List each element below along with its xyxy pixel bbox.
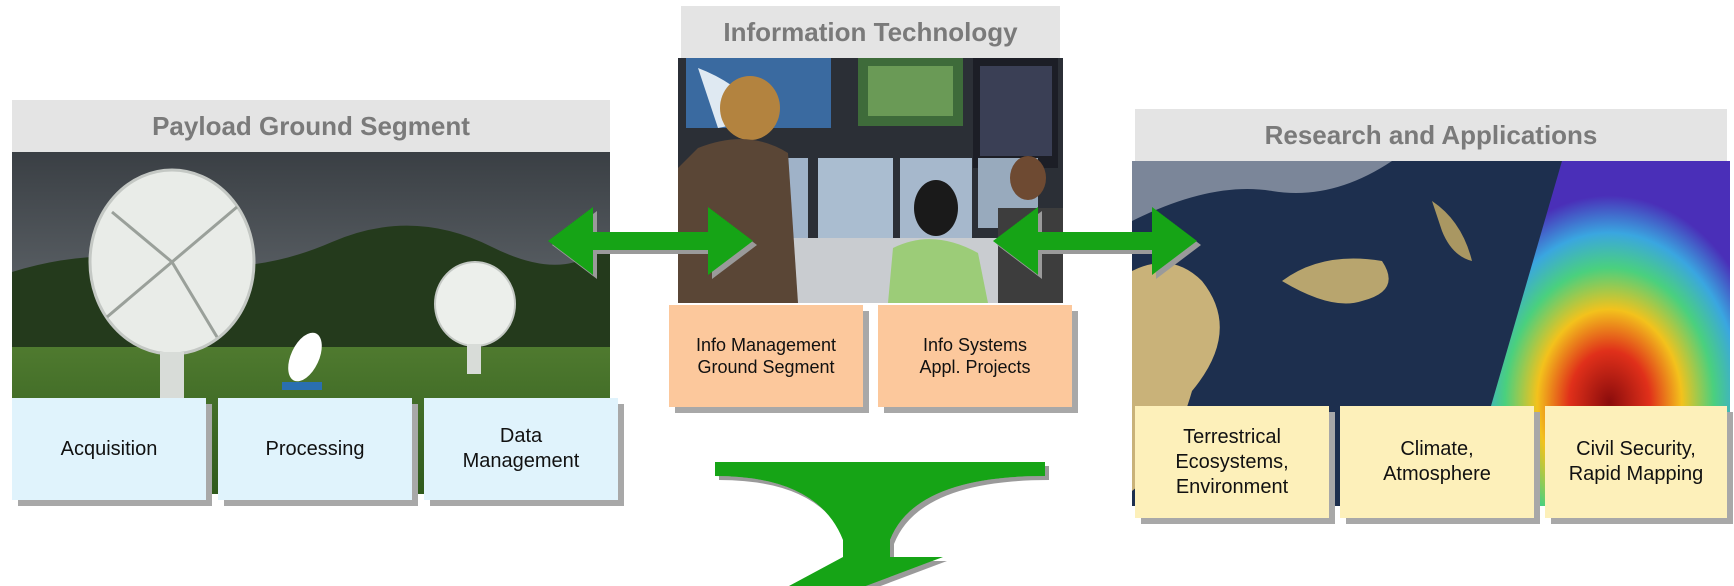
- info-management-label: Info Management Ground Segment: [695, 334, 837, 378]
- merge-down-arrow-icon: [715, 462, 1045, 586]
- civil-security-box: Civil Security, Rapid Mapping: [1545, 406, 1727, 518]
- processing-box: Processing: [218, 398, 412, 500]
- control-room-photo: [678, 58, 1063, 303]
- info-systems-label: Info Systems Appl. Projects: [919, 334, 1031, 378]
- data-management-label: Data Management: [462, 425, 580, 472]
- civil-security-label: Civil Security, Rapid Mapping: [1568, 438, 1704, 485]
- climate-atmosphere-box: Climate, Atmosphere: [1340, 406, 1534, 518]
- acquisition-box: Acquisition: [12, 398, 206, 500]
- info-management-box: Info Management Ground Segment: [669, 305, 863, 407]
- acquisition-label: Acquisition: [60, 437, 158, 460]
- data-management-box: Data Management: [424, 398, 618, 500]
- payload-ground-segment-title: Payload Ground Segment: [12, 100, 610, 152]
- information-technology-title: Information Technology: [681, 6, 1060, 58]
- climate-atmosphere-label: Climate, Atmosphere: [1383, 438, 1491, 485]
- terrestrical-ecosystems-label: Terrestrical Ecosystems, Environment: [1175, 425, 1289, 498]
- terrestrical-ecosystems-box: Terrestrical Ecosystems, Environment: [1135, 406, 1329, 518]
- processing-label: Processing: [265, 437, 365, 460]
- info-systems-box: Info Systems Appl. Projects: [878, 305, 1072, 407]
- research-applications-title: Research and Applications: [1135, 109, 1727, 161]
